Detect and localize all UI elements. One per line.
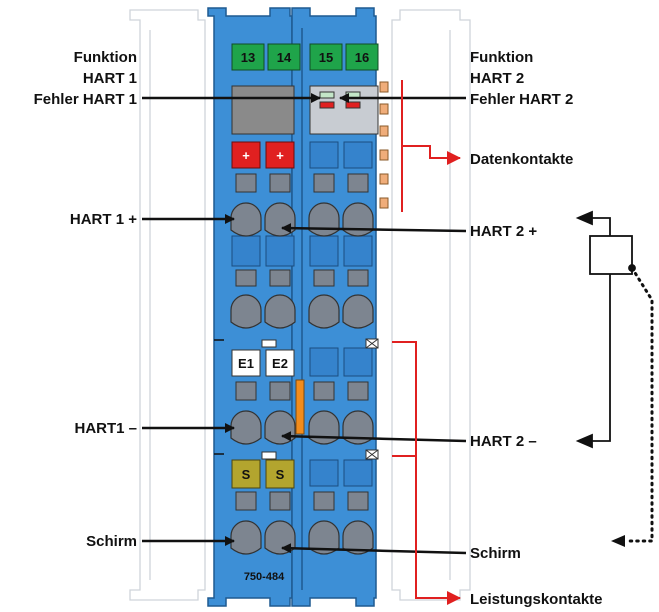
side-marks xyxy=(214,339,224,455)
plus-mark-1: + xyxy=(242,148,250,163)
led-error-2 xyxy=(345,101,361,109)
e2-label: E2 xyxy=(272,356,288,371)
arrow-schirm-right xyxy=(281,543,467,555)
push-buttons xyxy=(231,141,373,487)
sensor-resistor xyxy=(589,235,633,275)
e1-label: E1 xyxy=(238,356,254,371)
label-schirm-left: Schirm xyxy=(86,533,137,550)
s-label-1: S xyxy=(242,467,251,482)
model-number: 750-484 xyxy=(244,571,285,583)
led-panel-right xyxy=(309,85,379,135)
label-funktion-2: Funktion xyxy=(470,49,533,66)
terminal-15 xyxy=(309,43,343,71)
external-circuit xyxy=(575,210,654,547)
led-panel-left xyxy=(231,85,295,135)
led-error-1 xyxy=(319,101,335,109)
led-function-1 xyxy=(319,91,335,99)
terminal-15-label: 15 xyxy=(319,50,333,65)
power-contact-icons xyxy=(365,338,379,460)
label-fehler-hart-1: Fehler HART 1 xyxy=(34,91,137,108)
datenkontakte-bracket xyxy=(401,80,461,212)
terminal-16-label: 16 xyxy=(355,50,369,65)
terminal-13 xyxy=(231,43,265,71)
power-jumper xyxy=(295,379,305,435)
arrow-hart-2-plus xyxy=(281,223,467,234)
arrow-hart-2-minus xyxy=(281,431,467,443)
terminal-numbers: 13 14 15 16 xyxy=(231,43,379,71)
label-leistungskontakte: Leistungskontakte xyxy=(470,591,603,608)
terminal-13-label: 13 xyxy=(241,50,255,65)
plus-terminals: + + xyxy=(231,141,295,169)
s-label-2: S xyxy=(276,467,285,482)
terminal-14 xyxy=(267,43,301,71)
shield-terminals: S S xyxy=(231,459,295,489)
label-fehler-hart-2: Fehler HART 2 xyxy=(470,91,573,108)
label-schirm-right: Schirm xyxy=(470,545,521,562)
label-hart-1-plus: HART 1 + xyxy=(70,211,137,228)
label-hart-2-plus: HART 2 + xyxy=(470,223,537,240)
label-datenkontakte: Datenkontakte xyxy=(470,151,573,168)
data-contacts xyxy=(379,81,389,209)
white-slot-left xyxy=(261,339,277,348)
pointer-arrows xyxy=(142,93,467,555)
terminal-16 xyxy=(345,43,379,71)
plus-mark-2: + xyxy=(276,148,284,163)
grey-latches xyxy=(235,173,369,511)
terminal-14-label: 14 xyxy=(277,50,292,65)
label-hart-1: HART 1 xyxy=(83,70,137,87)
white-slot-left-2 xyxy=(261,451,277,460)
e-labels: E1 E2 xyxy=(231,349,295,377)
leistungskontakte-bracket xyxy=(392,341,461,605)
label-funktion-1: Funktion xyxy=(74,49,137,66)
label-hart-2: HART 2 xyxy=(470,70,524,87)
ghost-module-frames xyxy=(129,9,471,601)
label-hart-1-minus: HART1 – xyxy=(74,420,137,437)
label-hart-2-minus: HART 2 – xyxy=(470,433,537,450)
